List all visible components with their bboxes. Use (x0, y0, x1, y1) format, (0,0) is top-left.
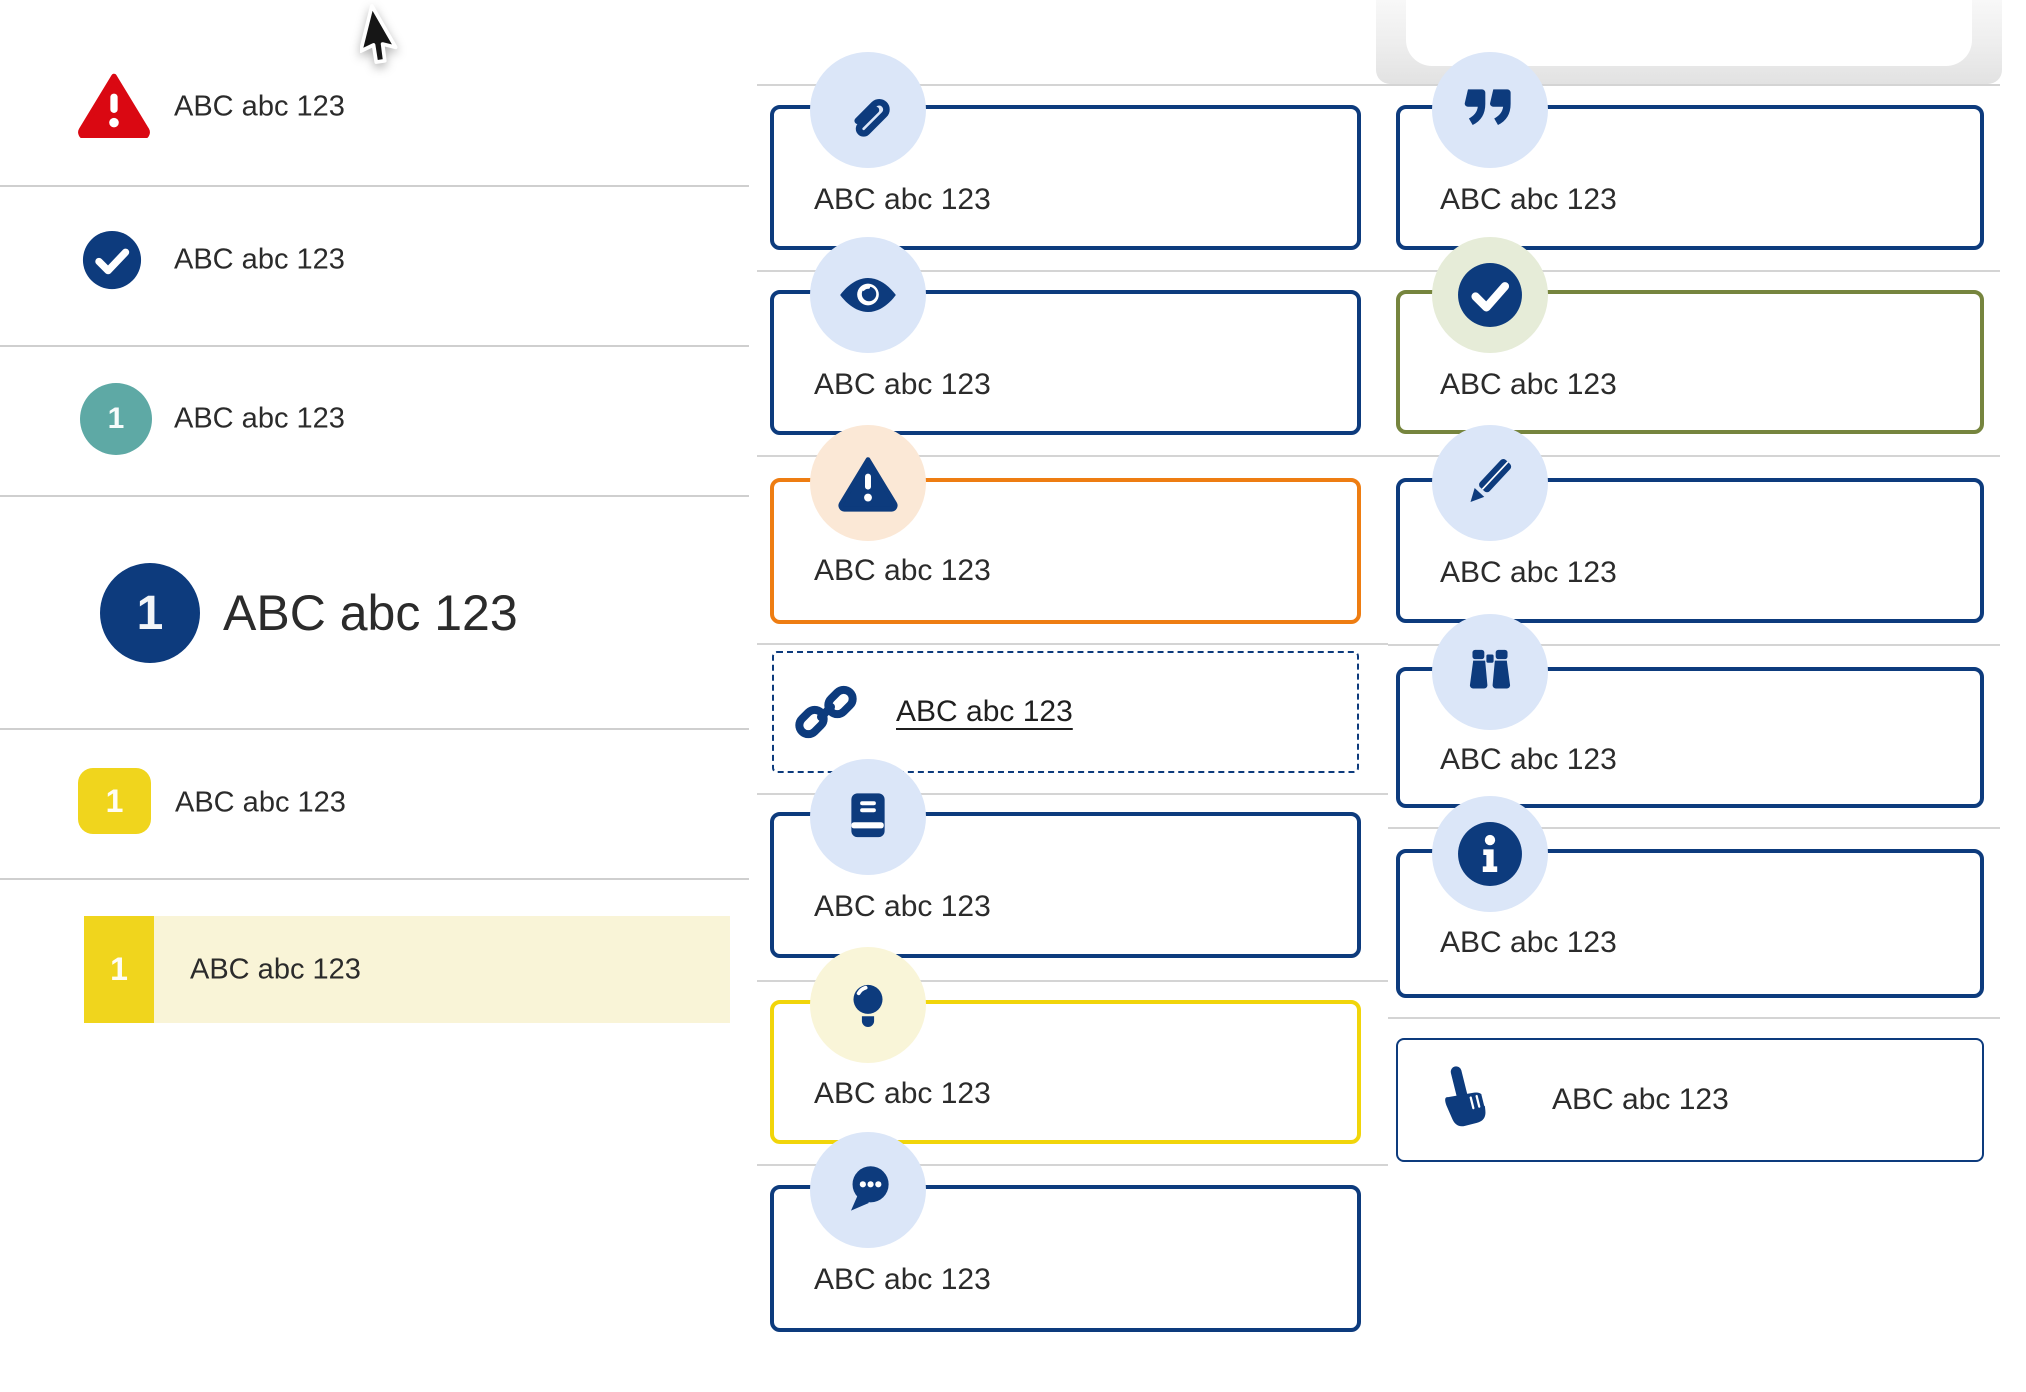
paperclip-badge (810, 52, 926, 168)
callout-label: ABC abc 123 (1440, 926, 1617, 959)
callout-label: ABC abc 123 (1440, 368, 1617, 401)
callout-label: ABC abc 123 (814, 1263, 991, 1296)
info-badge (1432, 796, 1548, 912)
divider (1388, 84, 2000, 86)
hand-pointer-icon (1445, 1066, 1487, 1127)
eye-icon (840, 277, 896, 313)
list-item-label: ABC abc 123 (174, 402, 345, 435)
list-item-label-large: ABC abc 123 (223, 585, 518, 641)
link-icon (795, 685, 857, 739)
alert-triangle-icon (78, 73, 150, 138)
list-item-label: ABC abc 123 (190, 953, 361, 986)
callout-label: ABC abc 123 (814, 368, 991, 401)
callout-box-link (772, 651, 1359, 773)
divider (0, 495, 749, 497)
divider (0, 728, 749, 730)
comments-badge (810, 1132, 926, 1248)
check-circle-icon (1458, 263, 1522, 327)
number-badge-teal: 1 (80, 383, 152, 455)
warning-triangle-icon (838, 457, 898, 512)
callout-box-action[interactable] (1396, 1038, 1984, 1162)
warning-badge (810, 425, 926, 541)
divider (757, 793, 1388, 795)
number: 1 (110, 951, 128, 987)
paperclip-icon (854, 99, 890, 137)
divider (757, 980, 1388, 982)
number: 1 (105, 782, 124, 819)
list-item-label: ABC abc 123 (174, 90, 345, 123)
number: 1 (136, 586, 164, 640)
quote-icon (1464, 89, 1511, 125)
callout-label: ABC abc 123 (814, 1077, 991, 1110)
number-badge-yellow: 1 (84, 916, 154, 1023)
divider (1388, 455, 2000, 457)
divider (1388, 644, 2000, 646)
quote-badge (1432, 52, 1548, 168)
callout-label: ABC abc 123 (1440, 556, 1617, 589)
info-circle-icon (1458, 822, 1522, 886)
highlighted-row[interactable] (84, 916, 730, 1023)
binoculars-badge (1432, 614, 1548, 730)
number-badge-yellow: 1 (78, 768, 151, 834)
list-item-label: ABC abc 123 (175, 786, 346, 819)
number-badge-navy-large: 1 (100, 563, 200, 663)
divider (757, 1164, 1388, 1166)
binoculars-icon (1469, 649, 1511, 689)
callout-label: ABC abc 123 (814, 554, 991, 587)
lightbulb-icon (853, 984, 883, 1028)
callout-label: ABC abc 123 (1440, 743, 1617, 776)
divider (757, 455, 1388, 457)
lightbulb-badge (810, 947, 926, 1063)
divider (757, 84, 1388, 86)
number: 1 (107, 402, 125, 435)
check-circle-icon (82, 230, 142, 290)
divider (1388, 270, 2000, 272)
divider (1388, 827, 2000, 829)
callout-label: ABC abc 123 (814, 183, 991, 216)
divider (0, 345, 749, 347)
pencil-icon (1470, 459, 1512, 503)
check-badge (1432, 237, 1548, 353)
callout-label: ABC abc 123 (1440, 183, 1617, 216)
callout-label: ABC abc 123 (814, 890, 991, 923)
divider (0, 185, 749, 187)
callout-label: ABC abc 123 (1552, 1083, 1729, 1116)
divider (1388, 1017, 2000, 1019)
divider (0, 878, 749, 880)
callout-link[interactable]: ABC abc 123 (896, 695, 1073, 728)
comments-icon (850, 1166, 889, 1211)
book-icon (851, 793, 885, 838)
divider (757, 270, 1388, 272)
mouse-cursor (360, 4, 398, 64)
eye-badge (810, 237, 926, 353)
book-badge (810, 759, 926, 875)
divider (757, 643, 1388, 645)
pencil-badge (1432, 425, 1548, 541)
list-item-label: ABC abc 123 (174, 243, 345, 276)
